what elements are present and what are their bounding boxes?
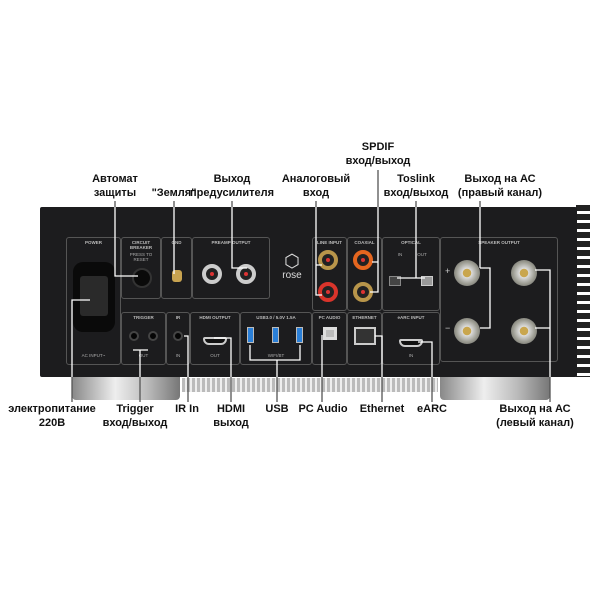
coaxial-in-jack[interactable]: [353, 282, 373, 302]
label-earc: eARC: [417, 403, 447, 415]
heatsink: [576, 205, 590, 377]
speaker-r-minus-post[interactable]: [454, 318, 480, 344]
ground-terminal[interactable]: [172, 270, 182, 282]
speaker-l-minus-post[interactable]: [511, 318, 537, 344]
preamp-out-r-jack[interactable]: [202, 264, 222, 284]
gnd-section: GND: [161, 237, 192, 299]
label-speaker-left: Выход на АС(левый канал): [496, 403, 574, 429]
usb-b-port[interactable]: [323, 327, 337, 340]
label-pc-audio: PC Audio: [298, 403, 348, 415]
power-section: POWER AC INPUT~: [66, 237, 121, 365]
usb-port-2[interactable]: [272, 327, 279, 343]
usb-port-1[interactable]: [247, 327, 254, 343]
preamp-section: PREAMP OUTPUT: [192, 237, 270, 299]
ir-section: IR IN: [166, 312, 190, 365]
iec-power-socket: [73, 262, 115, 332]
ir-in-jack[interactable]: [173, 331, 183, 341]
label-ir-in: IR In: [175, 403, 199, 415]
speaker-output-section: SPEAKER OUTPUT + −: [440, 237, 558, 362]
rose-logo-icon: ⬡: [284, 251, 300, 271]
toslink-out-port[interactable]: [421, 276, 433, 286]
speaker-l-plus-post[interactable]: [511, 260, 537, 286]
coaxial-section: COAXIAL: [347, 237, 382, 311]
line-in-l-jack[interactable]: [318, 250, 338, 270]
device-rear-panel: [40, 207, 577, 377]
usb-port-3[interactable]: [296, 327, 303, 343]
label-usb: USB: [265, 403, 289, 415]
earc-in-port[interactable]: [399, 339, 423, 347]
line-in-r-jack[interactable]: [318, 282, 338, 302]
coaxial-out-jack[interactable]: [353, 250, 373, 270]
breaker-section: CIRCUIT BREAKER PRESS TO RESET: [121, 237, 161, 299]
usb-section: USB3.0 / 5.0V 1.5A WIFI/BT: [240, 312, 312, 365]
line-input-section: LINE INPUT: [312, 237, 347, 311]
preamp-out-l-jack[interactable]: [236, 264, 256, 284]
speaker-r-plus-post[interactable]: [454, 260, 480, 286]
optical-section: OPTICAL IN OUT: [382, 237, 440, 311]
trigger-section: TRIGGER OUT: [121, 312, 166, 365]
trigger-out-jack[interactable]: [129, 331, 139, 341]
rose-logo: ⬡ rose: [280, 252, 304, 281]
trigger-in-jack[interactable]: [148, 331, 158, 341]
label-ethernet: Ethernet: [359, 403, 405, 415]
toslink-in-port[interactable]: [389, 276, 401, 286]
pc-audio-section: PC AUDIO: [312, 312, 347, 365]
circuit-breaker-button[interactable]: [132, 268, 152, 288]
